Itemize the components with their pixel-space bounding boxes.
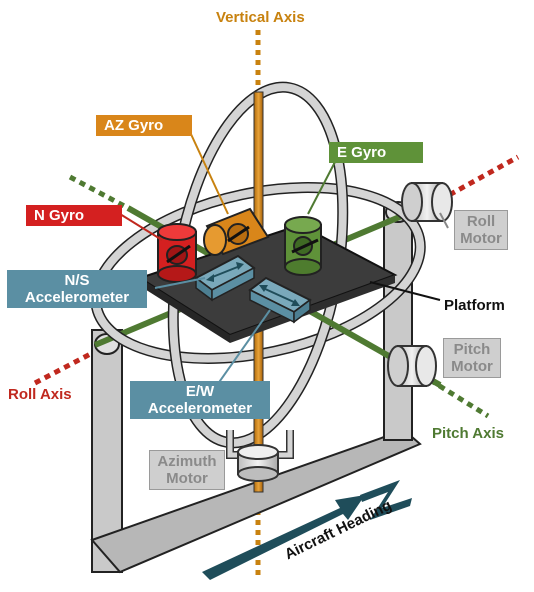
azimuth-motor-label: Azimuth Motor [149, 450, 225, 490]
ns-accelerometer-block [194, 254, 256, 302]
ew-accelerometer-block [248, 276, 312, 324]
roll-motor-cylinder [401, 182, 453, 222]
ew-accelerometer-line2: Accelerometer [147, 400, 253, 417]
e-gyro-cylinder [284, 216, 322, 276]
ns-accelerometer-label: N/S Accelerometer [7, 270, 147, 308]
roll-motor-line2: Motor [460, 230, 502, 247]
pitch-axis-label: Pitch Axis [432, 425, 504, 442]
e-gyro-label: E Gyro [329, 142, 423, 163]
az-gyro-label: AZ Gyro [96, 115, 192, 136]
leader-lines [119, 131, 449, 389]
ns-accelerometer-line1: N/S [64, 272, 90, 289]
roll-axis-label: Roll Axis [8, 386, 72, 403]
pitch-motor-line2: Motor [451, 358, 493, 375]
azimuth-motor-line1: Azimuth [157, 453, 217, 470]
pitch-motor-label: Pitch Motor [443, 338, 501, 378]
pitch-motor-line1: Pitch [453, 341, 491, 358]
roll-axis-line-left [33, 347, 100, 386]
roll-axis-line-right [438, 154, 520, 203]
platform-label: Platform [444, 297, 505, 314]
azimuth-motor-line2: Motor [166, 470, 208, 487]
az-gyro-cylinder [203, 207, 270, 256]
roll-motor-line1: Roll [466, 213, 496, 230]
pitch-axis-line-right [428, 377, 490, 419]
ew-accelerometer-line1: E/W [185, 383, 215, 400]
pitch-axis-line-left [68, 174, 130, 211]
vertical-axis-label: Vertical Axis [216, 9, 305, 26]
pitch-motor-cylinder [387, 345, 437, 387]
azimuth-motor-cylinder [237, 444, 279, 482]
n-gyro-label: N Gyro [26, 205, 122, 226]
n-gyro-cylinder [157, 223, 197, 283]
ew-accelerometer-label: E/W Accelerometer [130, 381, 270, 419]
roll-motor-label: Roll Motor [454, 210, 508, 250]
ns-accelerometer-line2: Accelerometer [24, 289, 130, 306]
heading-arrow [202, 495, 365, 580]
heading-n-mark [360, 480, 412, 520]
